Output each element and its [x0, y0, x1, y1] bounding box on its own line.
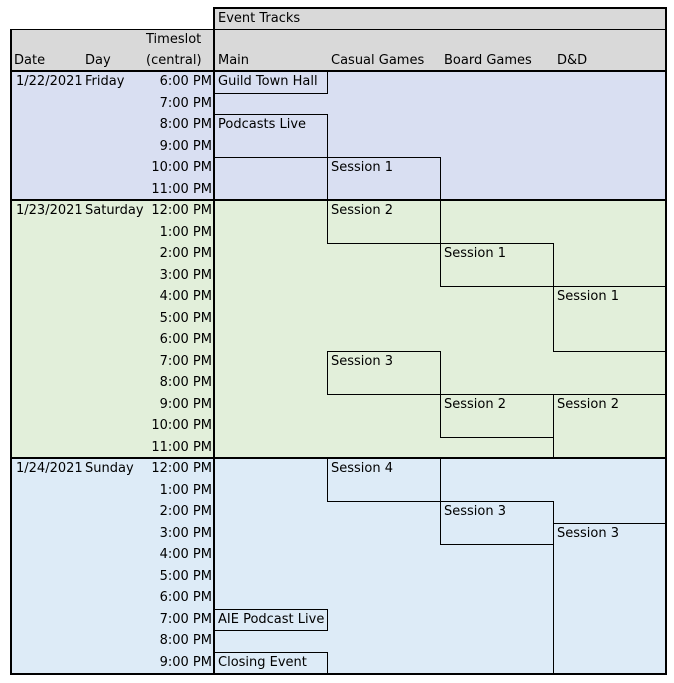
border-right-tracks: [665, 7, 667, 29]
timeslot-label: 5:00 PM: [159, 310, 212, 326]
timeslot-label: 9:00 PM: [159, 396, 212, 412]
event-label: Session 3: [331, 353, 394, 369]
event-label: Guild Town Hall: [218, 74, 318, 89]
event-label: Session 3: [444, 504, 507, 519]
border-top-tracks: [214, 7, 666, 9]
header-date: Date: [14, 52, 46, 68]
header-columns-bar: [10, 29, 666, 71]
timeslot-label: 11:00 PM: [151, 181, 212, 197]
border-left: [10, 29, 12, 673]
timeslot-label: 12:00 PM: [151, 461, 212, 476]
timeslot-label: 8:00 PM: [159, 117, 212, 132]
header-track-1: Casual Games: [331, 52, 425, 68]
event-label: Session 1: [444, 246, 507, 261]
timeslot-label: 9:00 PM: [159, 138, 212, 154]
header-underline: [10, 70, 666, 72]
timeslot-label: 2:00 PM: [159, 246, 212, 261]
header-timeslot-sub: (central): [146, 52, 202, 68]
day-name: Saturday: [85, 203, 144, 218]
border-bottom: [10, 673, 667, 675]
timeslot-label: 3:00 PM: [159, 267, 212, 283]
event-label: Session 1: [331, 160, 394, 175]
timeslot-label: 1:00 PM: [159, 482, 212, 498]
header-event-tracks: Event Tracks: [218, 11, 301, 26]
timeslot-label: 7:00 PM: [159, 353, 212, 369]
timeslot-label: 11:00 PM: [151, 439, 212, 455]
day-band-1: [10, 71, 666, 200]
day-date: 1/23/2021: [16, 203, 83, 218]
event-label: AIE Podcast Live: [218, 611, 325, 627]
event-label: Session 1: [557, 289, 620, 304]
timeslot-label: 1:00 PM: [159, 224, 212, 240]
timeslot-label: 3:00 PM: [159, 525, 212, 541]
timeslot-label: 12:00 PM: [151, 203, 212, 218]
event-label: Closing Event: [218, 654, 307, 670]
timeslot-label: 7:00 PM: [159, 611, 212, 627]
event-block: [440, 243, 554, 287]
header-track-3: D&D: [557, 52, 588, 68]
day-name: Friday: [85, 74, 125, 89]
timeslot-label: 5:00 PM: [159, 568, 212, 584]
day-separator-3: [10, 457, 666, 459]
day-separator-2: [10, 199, 666, 201]
day-band-3: [10, 458, 666, 673]
header-timeslot: Timeslot: [146, 32, 202, 47]
timeslot-label: 6:00 PM: [159, 332, 212, 347]
event-label: Session 2: [331, 203, 394, 218]
timeslot-label: 4:00 PM: [159, 289, 212, 304]
timeslot-label: 7:00 PM: [159, 95, 212, 111]
event-label: Session 4: [331, 461, 394, 476]
event-label: Session 2: [444, 396, 507, 412]
header-tracks-bar: [214, 7, 666, 29]
timeslot-label: 9:00 PM: [159, 654, 212, 670]
timeslot-label: 10:00 PM: [151, 418, 212, 433]
event-label: Session 2: [557, 396, 620, 412]
timeslot-label: 6:00 PM: [159, 590, 212, 605]
header-day: Day: [85, 52, 111, 68]
timeslot-label: 8:00 PM: [159, 633, 212, 648]
header-track-2: Board Games: [444, 52, 532, 68]
event-label: Podcasts Live: [218, 117, 307, 132]
day-date: 1/22/2021: [16, 74, 83, 89]
timeslot-label: 4:00 PM: [159, 547, 212, 562]
timeslot-label: 8:00 PM: [159, 375, 212, 390]
event-label: Session 3: [557, 525, 620, 541]
day-name: Sunday: [85, 461, 134, 476]
timeslot-label: 10:00 PM: [151, 160, 212, 175]
event-block: [327, 350, 441, 395]
header-track-0: Main: [218, 52, 250, 68]
timeslot-label: 6:00 PM: [159, 74, 212, 89]
timeslot-separator: [213, 7, 215, 673]
day-date: 1/24/2021: [16, 461, 83, 476]
border-right: [665, 29, 667, 674]
event-block: [553, 522, 667, 674]
timeslot-label: 2:00 PM: [159, 504, 212, 519]
border-top-columns: [10, 29, 666, 30]
